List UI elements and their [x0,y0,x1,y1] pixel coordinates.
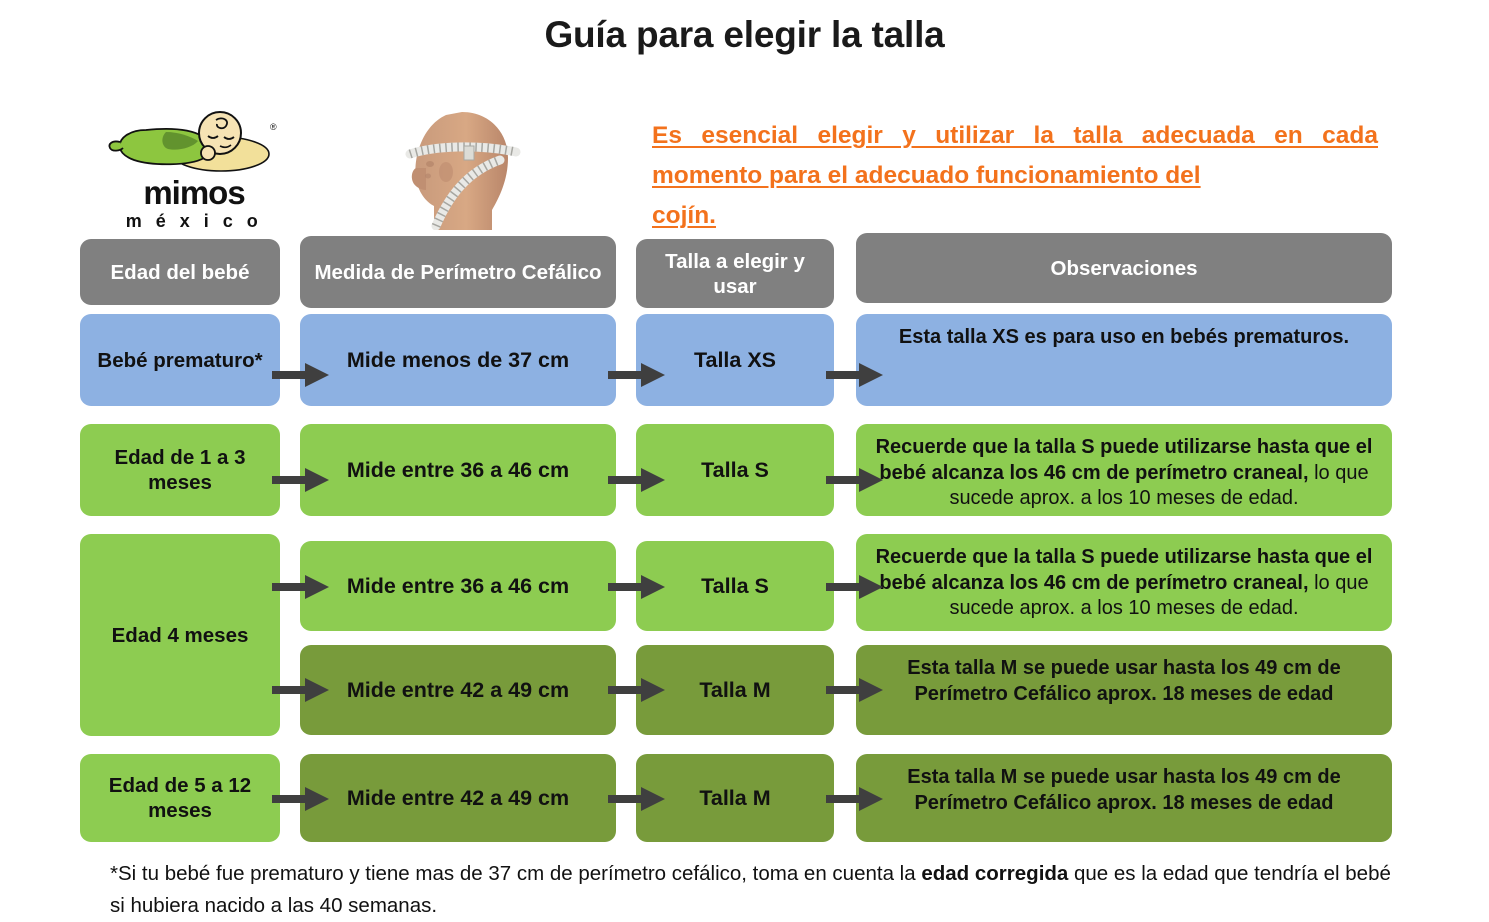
flow-arrow-r3-c3 [826,572,884,602]
cell-size-row-3: Talla S [636,541,834,631]
flow-arrow-r2-c3 [826,465,884,495]
logo-subtitle: m é x i c o [125,211,263,231]
footnote-bold: edad corregida [921,862,1069,885]
cell-age-row-2: Edad de 1 a 3 meses [80,424,280,516]
cell-observations-row-5: Esta talla M se puede usar hasta los 49 … [856,754,1392,842]
column-header-head-circumference: Medida de Perímetro Cefálico [300,236,616,308]
cell-size-row-4: Talla M [636,645,834,735]
cell-measure-row-3: Mide entre 36 a 46 cm [300,541,616,631]
footnote-part-2: que es la edad que tendría el bebé si hu… [110,862,1391,917]
cell-age-row-5: Edad de 5 a 12 meses [80,754,280,842]
flow-arrow-r4-c1 [272,675,330,705]
obs-regular-row-2: lo que sucede aprox. a los 10 meses de e… [949,461,1369,510]
column-header-observations: Observaciones [856,233,1392,303]
column-header-size: Talla a elegir y usar [636,239,834,308]
flow-arrow-r4-c2 [608,675,666,705]
flow-arrow-r2-c1 [272,465,330,495]
obs-regular-row-3: lo que sucede aprox. a los 10 meses de e… [949,571,1369,620]
flow-arrow-r2-c2 [608,465,666,495]
flow-arrow-r3-c2 [608,572,666,602]
intro-line-3: cojín. [652,202,716,229]
footnote: *Si tu bebé fue prematuro y tiene mas de… [110,858,1400,922]
flow-arrow-r1-c2 [608,360,666,390]
obs-bold-row-2: Recuerde que la talla S puede utilizarse… [875,436,1373,484]
flow-arrow-r5-c3 [826,784,884,814]
cell-size-row-2: Talla S [636,424,834,516]
obs-bold-row-4: Esta talla M se puede usar hasta los 49 … [907,657,1341,705]
cell-observations-row-1: Esta talla XS es para uso en bebés prema… [856,314,1392,406]
cell-size-row-5: Talla M [636,754,834,842]
cell-observations-row-4: Esta talla M se puede usar hasta los 49 … [856,645,1392,735]
flow-arrow-r4-c3 [826,675,884,705]
head-with-measuring-tape-photo [404,106,522,231]
obs-bold-row-5: Esta talla M se puede usar hasta los 49 … [907,766,1341,814]
cell-measure-row-4: Mide entre 42 a 49 cm [300,645,616,735]
column-header-age: Edad del bebé [80,239,280,305]
flow-arrow-r3-c1 [272,572,330,602]
page-title: Guía para elegir la talla [544,14,945,55]
cell-observations-row-3: Recuerde que la talla S puede utilizarse… [856,534,1392,631]
flow-arrow-r1-c3 [826,360,884,390]
flow-arrow-r5-c2 [608,784,666,814]
cell-observations-row-2: Recuerde que la talla S puede utilizarse… [856,424,1392,516]
intro-line-1: Es esencial elegir y utilizar la talla a… [652,122,1378,149]
svg-text:®: ® [270,122,277,132]
baby-on-pillow-logo-icon: ® [104,108,284,176]
cell-age-row-3-4-span: Edad 4 meses [80,534,280,736]
footnote-part-1: *Si tu bebé fue prematuro y tiene mas de… [110,862,922,885]
flow-arrow-r5-c1 [272,784,330,814]
cell-size-row-1: Talla XS [636,314,834,406]
cell-age-row-1: Bebé prematuro* [80,314,280,406]
flow-arrow-r1-c1 [272,360,330,390]
intro-paragraph: Es esencial elegir y utilizar la talla a… [652,116,1378,236]
intro-line-2: momento para el adecuado funcionamiento … [652,162,1201,189]
mimos-logo: ® mimos m é x i c o [104,108,284,231]
logo-wordmark: mimos [143,174,245,211]
cell-measure-row-1: Mide menos de 37 cm [300,314,616,406]
obs-bold-row-1: Esta talla XS es para uso en bebés prema… [898,326,1350,348]
cell-measure-row-2: Mide entre 36 a 46 cm [300,424,616,516]
obs-bold-row-3: Recuerde que la talla S puede utilizarse… [875,546,1373,594]
cell-measure-row-5: Mide entre 42 a 49 cm [300,754,616,842]
